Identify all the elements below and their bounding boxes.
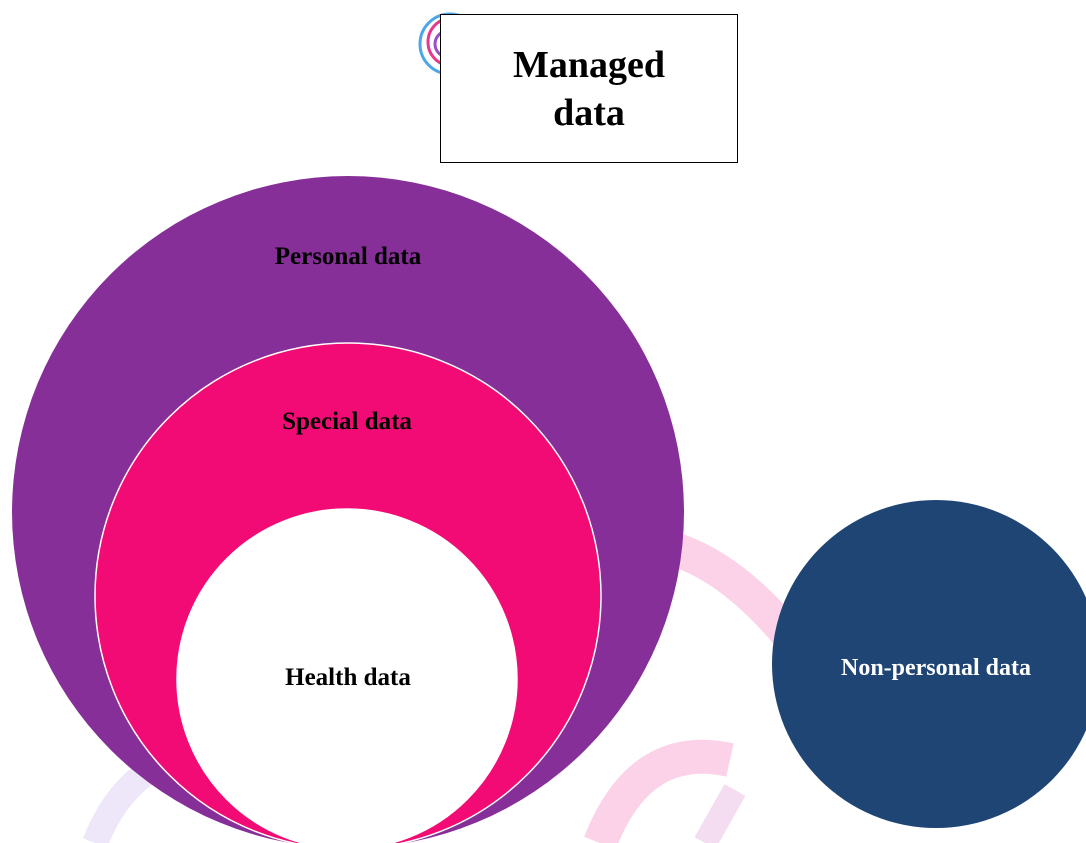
health-data-circle bbox=[176, 508, 518, 843]
watermark-arc-lavender-right bbox=[694, 784, 746, 843]
non-personal-data-circle bbox=[772, 500, 1086, 828]
non-personal-data-label: Non-personal data bbox=[840, 655, 1032, 681]
special-data-label: Special data bbox=[282, 408, 412, 435]
health-data-label: Health data bbox=[285, 664, 411, 691]
personal-data-label: Personal data bbox=[274, 243, 422, 270]
title-box: Managed data bbox=[440, 14, 738, 163]
watermark-arc-pink-lower bbox=[584, 739, 734, 843]
diagram-title: Managed data bbox=[513, 43, 665, 134]
